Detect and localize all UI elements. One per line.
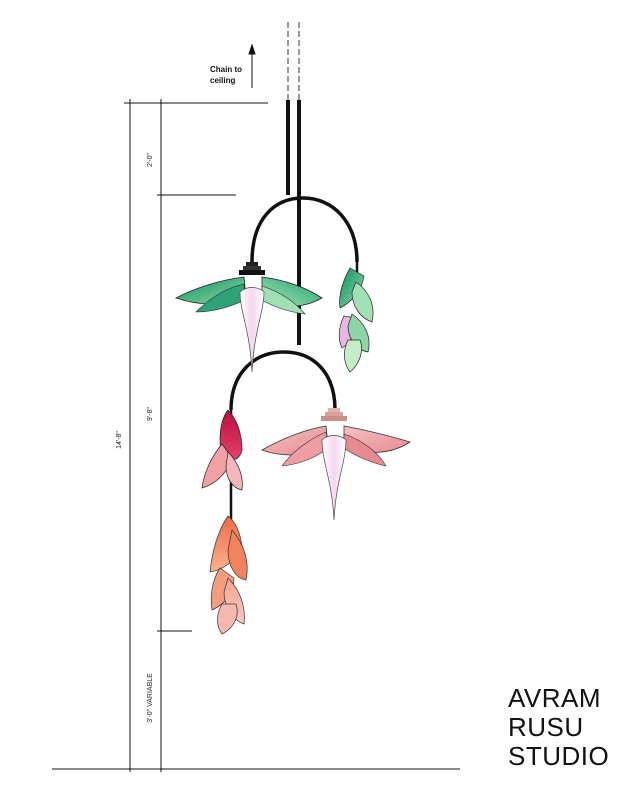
pendant-lower-pink	[261, 408, 411, 521]
leaf-cluster-coral	[209, 515, 248, 635]
studio-logo: AVRAM RUSU STUDIO	[508, 684, 620, 771]
chain-label-line1: Chain to	[210, 65, 242, 74]
dim-label-overall: 14'-8"	[116, 431, 123, 449]
upper-arc	[250, 196, 359, 263]
chain-to-ceiling	[287, 22, 300, 100]
dim-label-bottom: 3'-0" VARIABLE	[147, 673, 154, 723]
dim-label-middle: 9'-8"	[147, 407, 154, 421]
leaf-cluster-magenta	[201, 408, 243, 520]
chain-label-line2: ceiling	[210, 76, 235, 85]
brand-line-3: STUDIO	[508, 741, 610, 771]
leaf-cluster-green	[338, 262, 374, 373]
brand-line-1: AVRAM	[508, 683, 602, 713]
pendant-upper-green	[174, 262, 323, 373]
brand-line-2: RUSU	[508, 712, 584, 742]
lower-arc	[229, 350, 337, 411]
dimension-lines	[52, 99, 460, 772]
dim-label-top: 2'-0"	[147, 153, 154, 167]
chain-arrow	[248, 43, 256, 88]
